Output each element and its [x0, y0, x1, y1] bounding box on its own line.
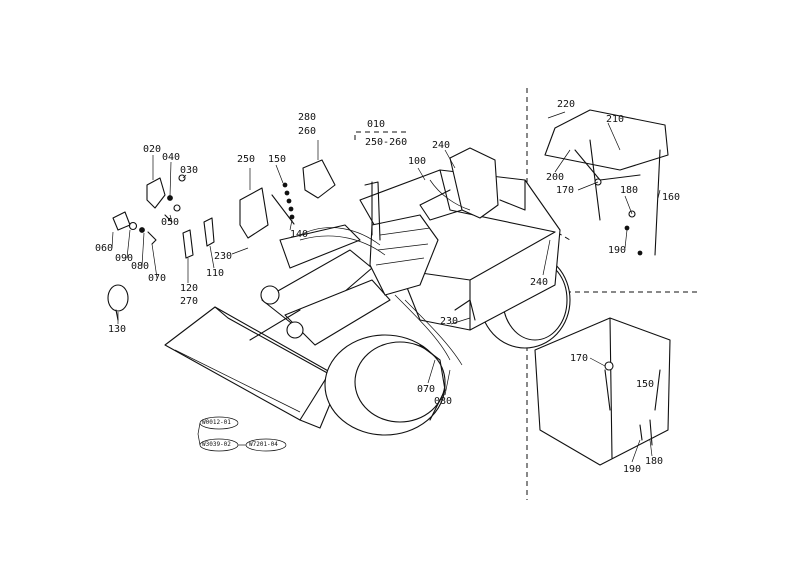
leader-lines: [111, 111, 661, 463]
callout-130: 130: [108, 324, 127, 335]
callout-020: 020: [143, 144, 162, 155]
callout-230-left: 230: [214, 251, 233, 262]
callout-240-right: 240: [530, 277, 549, 288]
callout-140: 140: [290, 229, 309, 240]
part-250-cover: [239, 187, 269, 239]
part-020-bracket: [146, 174, 186, 223]
callout-250-260: 250-260: [365, 137, 408, 148]
loader-arms: [249, 224, 391, 346]
hydraulic-hoses: [299, 179, 476, 366]
part-280-housing: [302, 159, 336, 199]
callout-210: 210: [606, 114, 625, 125]
callout-110: 110: [206, 268, 225, 279]
callout-030: 030: [180, 165, 199, 176]
part-120: [182, 229, 194, 259]
callout-150-bottom: 150: [636, 379, 655, 390]
callout-080-left: 080: [131, 261, 150, 272]
callout-060: 060: [95, 243, 114, 254]
part-150-bolts: [271, 182, 295, 225]
callout-070-left: 070: [148, 273, 167, 284]
part-060-090-080-070: [112, 211, 157, 245]
callout-010: 010: [367, 119, 386, 130]
callout-190-bottom: 190: [623, 464, 642, 475]
ref-code-1: W0012-01: [202, 419, 231, 426]
ref-code-2: W3039-02: [202, 441, 231, 448]
operator-seat: [419, 147, 499, 221]
group-bracket-010: [354, 131, 410, 140]
callout-220: 220: [557, 99, 576, 110]
callout-230-right: 230: [440, 316, 459, 327]
front-wheel: [324, 334, 446, 436]
reference-code-ovals: [197, 416, 287, 452]
callout-180-top: 180: [620, 185, 639, 196]
part-110: [203, 217, 215, 247]
ref-code-3: W7201-04: [249, 441, 278, 448]
callout-090: 090: [115, 253, 134, 264]
callout-200: 200: [546, 172, 565, 183]
callout-070-right: 070: [417, 384, 436, 395]
callout-170-top: 170: [556, 185, 575, 196]
callout-190-top: 190: [608, 245, 627, 256]
callout-270: 270: [180, 296, 199, 307]
part-130-clamp: [107, 284, 129, 321]
callout-150: 150: [268, 154, 287, 165]
callout-100: 100: [408, 156, 427, 167]
callout-080-right: 080: [434, 396, 453, 407]
control-valve-block: [364, 181, 439, 296]
callout-120: 120: [180, 283, 199, 294]
callout-250: 250: [237, 154, 256, 165]
callout-280: 280: [298, 112, 317, 123]
callout-240-top: 240: [432, 140, 451, 151]
callout-260: 260: [298, 126, 317, 137]
callout-040: 040: [162, 152, 181, 163]
callout-050: 050: [161, 217, 180, 228]
callout-160: 160: [662, 192, 681, 203]
guard-assembly-bottom: [534, 317, 671, 466]
callout-170-bottom: 170: [570, 353, 589, 364]
callout-180-bottom: 180: [645, 456, 664, 467]
